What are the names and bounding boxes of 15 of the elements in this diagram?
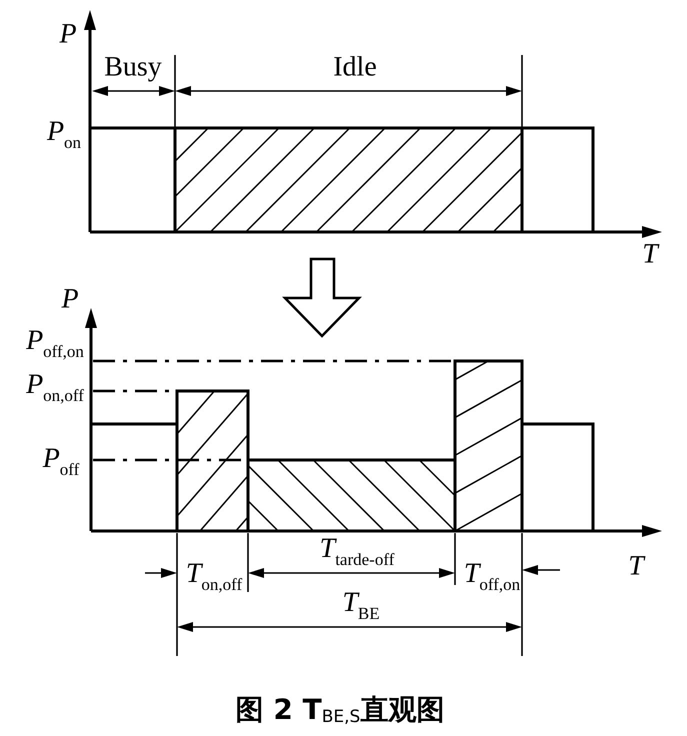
interval-label: T$_{tarde-off}$ [320, 534, 394, 568]
interval-label: T$_{off,on}$ [464, 559, 520, 593]
level-label: P$_{off}$ [42, 444, 80, 478]
level-label: P$_{on,off}$ [26, 370, 84, 404]
level-label: P$_{off,on}$ [26, 326, 84, 360]
interval-label: T$_{BE}$ [342, 588, 380, 622]
axis-label: P [59, 20, 77, 50]
figure-caption: 图 2 T$_{BE,S}$直观图 [236, 693, 444, 727]
axis-label: P [61, 284, 79, 316]
interval-label: Idle [333, 52, 377, 84]
level-label: P$_{on}$ [46, 117, 82, 151]
interval-label: Busy [104, 52, 162, 84]
interval-label: T$_{on,off}$ [186, 559, 242, 593]
axis-label: T [628, 552, 644, 582]
axis-label: T [642, 240, 658, 270]
